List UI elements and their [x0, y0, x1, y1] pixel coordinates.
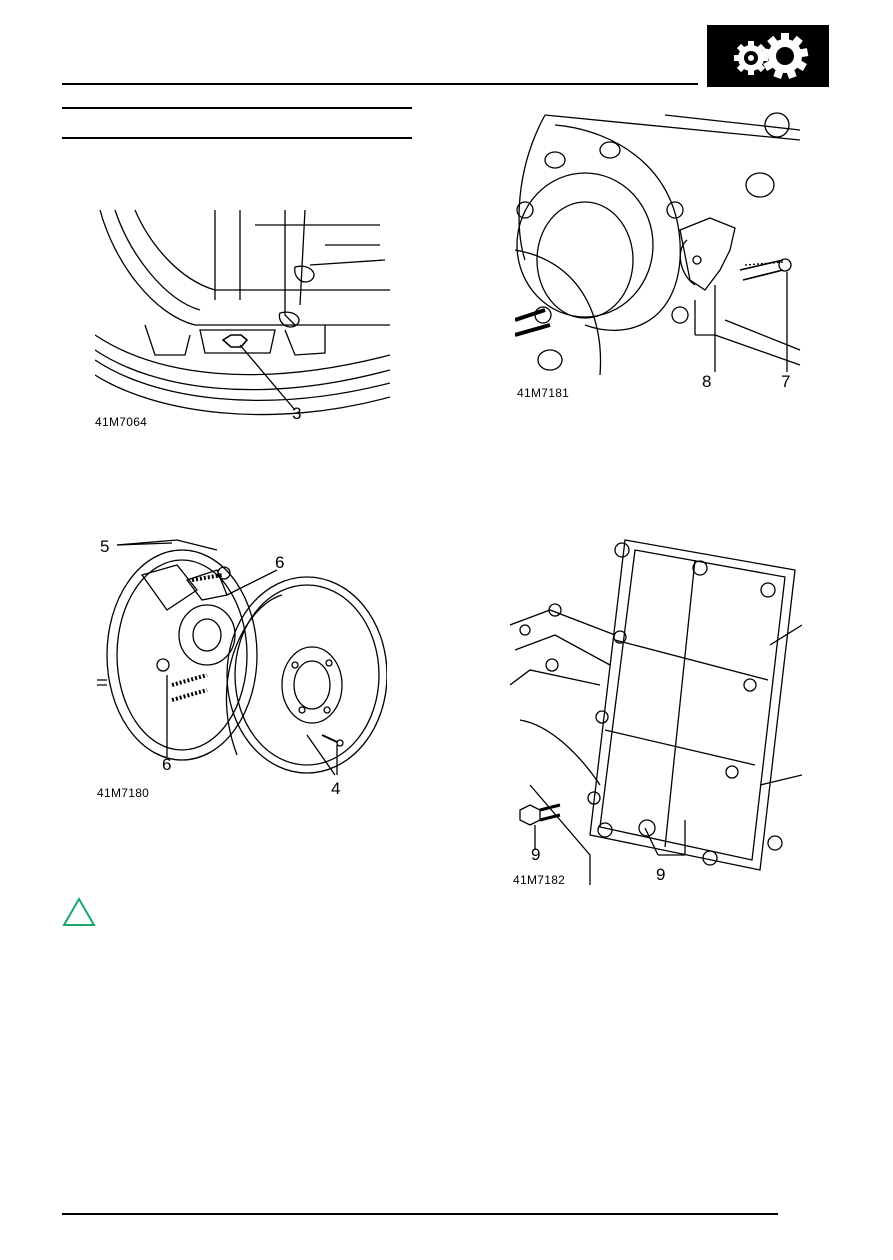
figure-sensor-bracket	[515, 110, 803, 375]
figure-sump-plate	[510, 525, 802, 885]
callout-3: 3	[292, 404, 302, 423]
figure-id: 41M7064	[95, 415, 148, 429]
callout-5: 5	[100, 537, 110, 556]
callout-7: 7	[781, 372, 791, 391]
callout-6: 6	[162, 755, 172, 774]
section-rule-bottom	[62, 137, 412, 139]
caution-triangle-icon	[62, 896, 96, 927]
callout-9: 9	[656, 865, 666, 884]
footer-rule	[62, 1213, 778, 1215]
callout-9: 9	[531, 845, 541, 864]
header-rule	[62, 83, 698, 85]
figure-drain-plug	[95, 205, 390, 430]
figure-brake-drum	[97, 535, 387, 785]
figure-id: 41M7181	[517, 386, 570, 400]
gears-icon	[734, 33, 809, 79]
callout-8: 8	[702, 372, 712, 391]
figure-id: 41M7180	[97, 786, 150, 800]
callout-6: 6	[275, 553, 285, 572]
section-rule-top	[62, 107, 412, 109]
section-badge	[707, 25, 829, 87]
callout-4: 4	[331, 779, 341, 798]
figure-id: 41M7182	[513, 873, 566, 887]
